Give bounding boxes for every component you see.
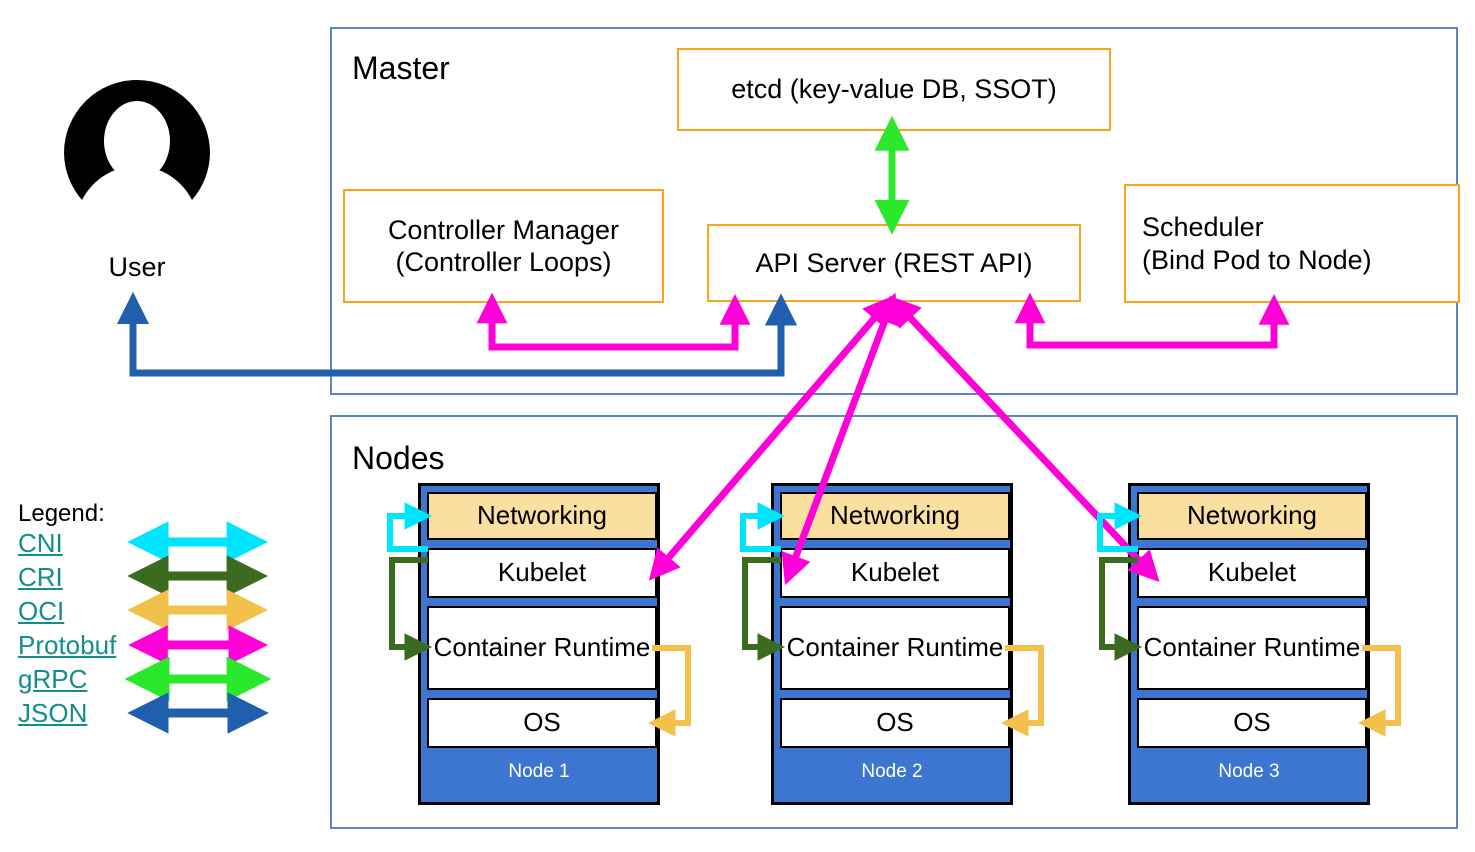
nodes-group-title: Nodes	[352, 440, 445, 476]
controller-manager-line1: Controller Manager	[387, 214, 620, 245]
node-1-os-label: OS	[523, 707, 561, 738]
legend-label-json: JSON	[18, 698, 88, 728]
node-3-layer-networking[interactable]: Networking	[1137, 492, 1367, 540]
node-2-container-runtime-label: Container Runtime	[786, 632, 1004, 663]
node-3-container-runtime-label: Container Runtime	[1143, 632, 1361, 663]
controller-manager-box[interactable]: Controller Manager (Controller Loops)	[343, 189, 664, 303]
node-3-kubelet-label: Kubelet	[1207, 557, 1297, 588]
legend-item-protobuf[interactable]: Protobuf	[18, 630, 116, 661]
scheduler-line2: (Bind Pod to Node)	[1142, 244, 1372, 275]
node-2-layer-kubelet[interactable]: Kubelet	[780, 548, 1010, 598]
legend-title: Legend:	[18, 500, 105, 527]
node-3-layer-os[interactable]: OS	[1137, 698, 1367, 748]
legend-label-oci: OCI	[18, 596, 65, 626]
node-2-networking-label: Networking	[829, 500, 961, 531]
legend-label-cni: CNI	[18, 528, 63, 558]
node-1-networking-label: Networking	[476, 500, 608, 531]
etcd-label: etcd (key-value DB, SSOT)	[731, 74, 1057, 105]
api-server-box[interactable]: API Server (REST API)	[707, 224, 1081, 302]
api-server-label: API Server (REST API)	[755, 247, 1033, 278]
scheduler-line1: Scheduler	[1142, 212, 1264, 243]
user-avatar-icon	[62, 78, 212, 225]
node-2-layer-os[interactable]: OS	[780, 698, 1010, 748]
node-3-os-label: OS	[1233, 707, 1271, 738]
node-1-layer-networking[interactable]: Networking	[427, 492, 657, 540]
node-2-kubelet-label: Kubelet	[850, 557, 940, 588]
node-1-kubelet-label: Kubelet	[497, 557, 587, 588]
controller-manager-line2: (Controller Loops)	[395, 247, 612, 277]
node-2-layer-container-runtime[interactable]: Container Runtime	[780, 606, 1010, 690]
node-1-layer-kubelet[interactable]: Kubelet	[427, 548, 657, 598]
legend-item-cri[interactable]: CRI	[18, 562, 63, 593]
node-1-container-runtime-label: Container Runtime	[433, 632, 651, 663]
node-1-layer-container-runtime[interactable]: Container Runtime	[427, 606, 657, 690]
node-3-layer-container-runtime[interactable]: Container Runtime	[1137, 606, 1367, 690]
node-2-os-label: OS	[876, 707, 914, 738]
master-group-title: Master	[352, 50, 450, 86]
legend-label-protobuf: Protobuf	[18, 630, 117, 660]
node-3-networking-label: Networking	[1186, 500, 1318, 531]
legend-label-cri: CRI	[18, 562, 63, 592]
legend-label-grpc: gRPC	[18, 664, 88, 694]
legend-item-json[interactable]: JSON	[18, 698, 87, 729]
scheduler-box[interactable]: Scheduler (Bind Pod to Node)	[1124, 184, 1460, 303]
legend-item-cni[interactable]: CNI	[18, 528, 63, 559]
node-2-name: Node 2	[861, 761, 923, 782]
user-label: User	[108, 252, 166, 282]
node-1-layer-os[interactable]: OS	[427, 698, 657, 748]
node-card-3[interactable]: Networking Kubelet Container Runtime OS …	[1128, 483, 1370, 805]
node-3-layer-kubelet[interactable]: Kubelet	[1137, 548, 1367, 598]
node-card-2[interactable]: Networking Kubelet Container Runtime OS …	[771, 483, 1013, 805]
legend-item-grpc[interactable]: gRPC	[18, 664, 87, 695]
node-2-layer-networking[interactable]: Networking	[780, 492, 1010, 540]
etcd-box[interactable]: etcd (key-value DB, SSOT)	[677, 48, 1111, 131]
node-3-name: Node 3	[1218, 761, 1280, 782]
legend-item-oci[interactable]: OCI	[18, 596, 64, 627]
node-card-1[interactable]: Networking Kubelet Container Runtime OS …	[418, 483, 660, 805]
node-1-name: Node 1	[508, 761, 570, 782]
